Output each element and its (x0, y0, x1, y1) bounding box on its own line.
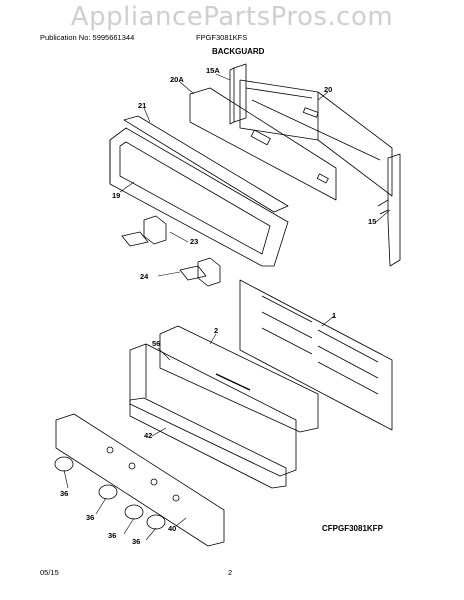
callout-40: 40 (168, 524, 176, 533)
part-40-manifold-cover (55, 413, 225, 547)
part-36-knobs (54, 456, 166, 530)
callout-20: 20 (324, 85, 332, 94)
model-number: FPGF3081KFS (196, 33, 248, 42)
part-15-side-bracket (377, 153, 401, 267)
part-42-bottom-trim (129, 397, 287, 489)
page-number: 2 (228, 568, 233, 577)
callout-56: 56 (152, 339, 160, 348)
part-20-rear-frame (239, 79, 393, 197)
part-1-rear-panel (239, 279, 393, 431)
callout-21: 21 (138, 101, 146, 110)
footer-date: 05/15 (40, 568, 59, 577)
callout-20a: 20A (170, 75, 184, 84)
part-2-lower-panel (159, 325, 319, 433)
part-23-clips (143, 215, 221, 287)
part-56-insulation (129, 343, 297, 477)
callout-36-b: 36 (86, 513, 94, 522)
section-title: BACKGUARD (212, 47, 265, 56)
part-24-clips (121, 231, 207, 281)
part-20a-plate (189, 87, 337, 201)
callout-15a: 15A (206, 66, 220, 75)
callout-24: 24 (140, 272, 149, 281)
callout-42: 42 (144, 431, 152, 440)
publication-number: Publication No: 5995661344 (40, 33, 135, 42)
callout-36-c: 36 (108, 531, 116, 540)
callout-2: 2 (214, 326, 218, 335)
callout-1: 1 (332, 311, 336, 320)
callout-19: 19 (112, 191, 120, 200)
callout-36-d: 36 (132, 537, 140, 546)
callout-15: 15 (368, 217, 376, 226)
part-21-top-trim (123, 115, 289, 213)
part-19-control-panel (109, 127, 289, 267)
callout-36-a: 36 (60, 489, 68, 498)
diagram-code: CFPGF3081KFP (322, 524, 383, 533)
watermark: AppliancePartsPros.com (70, 2, 394, 32)
part-15a-bracket (229, 63, 247, 125)
leader-lines (63, 73, 391, 541)
callout-23: 23 (190, 237, 198, 246)
